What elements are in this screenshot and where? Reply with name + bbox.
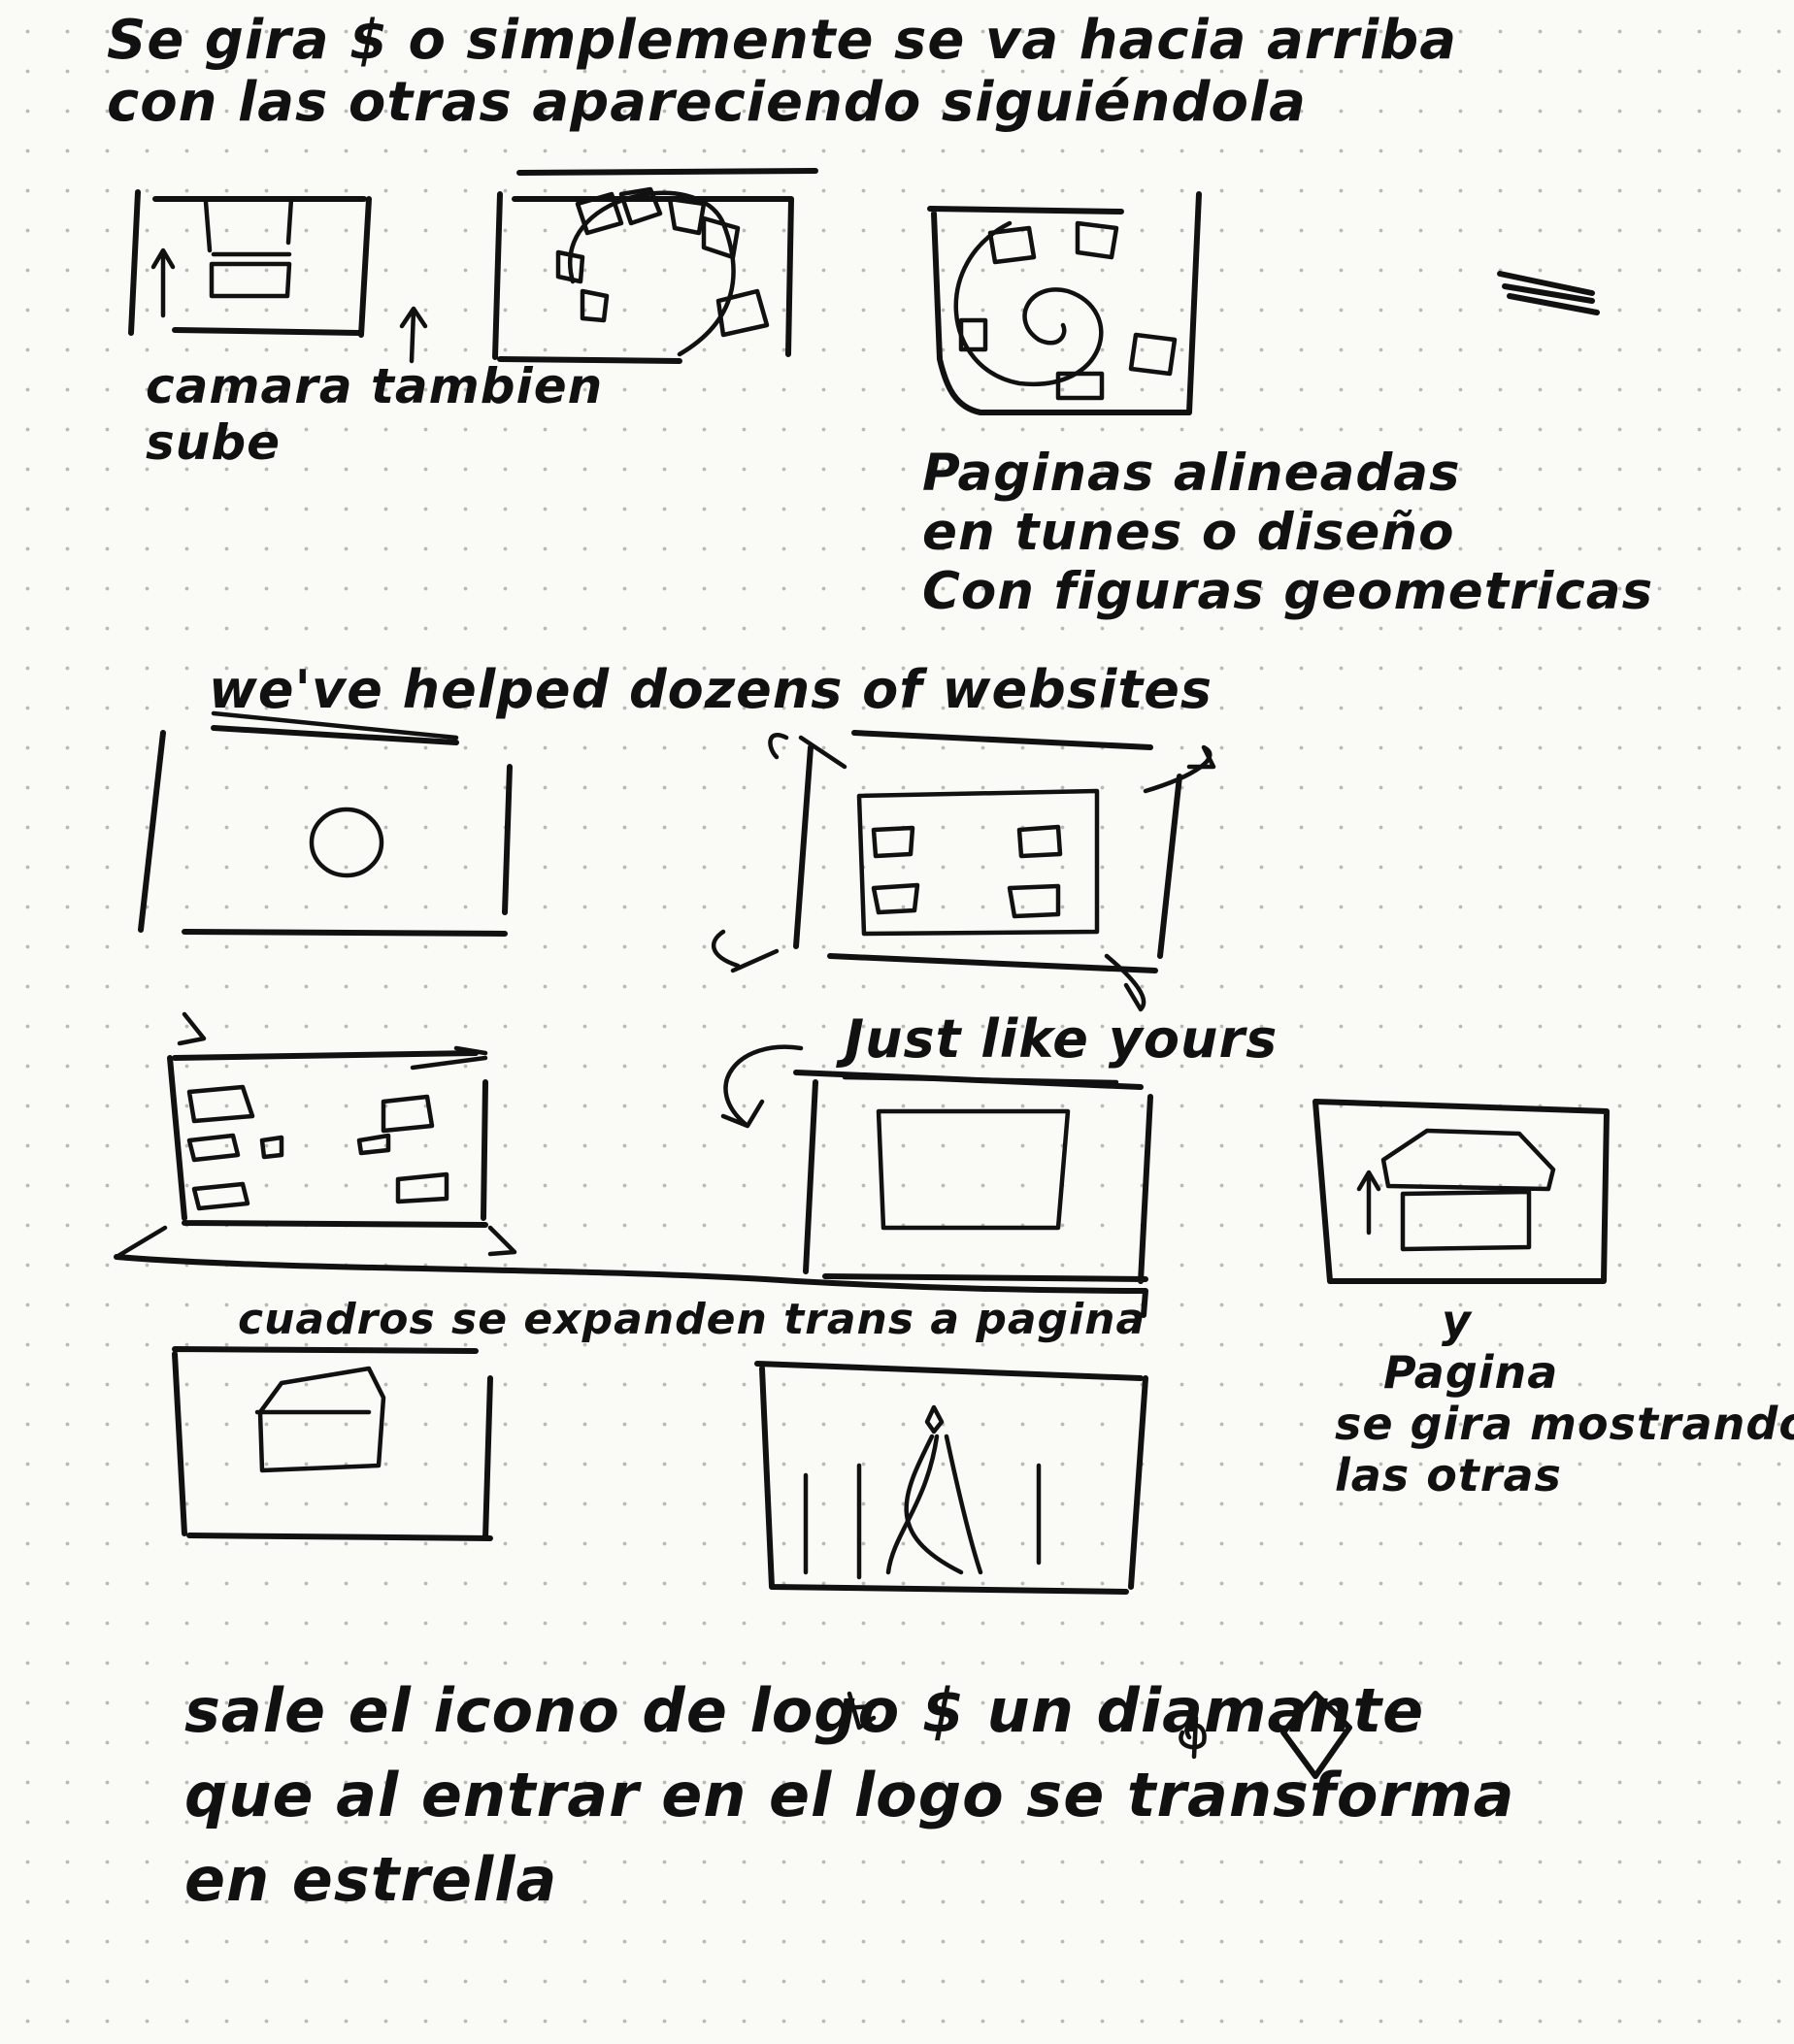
scribble-mark: [1497, 271, 1600, 315]
note-just-like: Just like yours: [845, 1008, 1279, 1070]
note-expand: cuadros se expanden trans a pagina: [238, 1295, 1146, 1344]
note-helped: we've helped dozens of websites: [209, 659, 1213, 720]
frame-spiral: [927, 191, 1202, 415]
frame-just-like: [720, 1044, 1153, 1284]
frame-rotating-grid: [711, 730, 1216, 1012]
frame-tree: [754, 1361, 1148, 1595]
dollar-icon: [1179, 1715, 1207, 1760]
frame-page-up: [1312, 1099, 1610, 1284]
frame-carousel: [492, 168, 818, 364]
star-icon: [842, 1691, 877, 1731]
frame-folder: [172, 1346, 493, 1541]
frame-circle: [138, 725, 513, 937]
arrow-up-icon: [399, 306, 428, 364]
frame-camera-up: [128, 189, 372, 338]
note-top: Se gira $ o simplemente se va hacia arri…: [107, 9, 1458, 135]
note-pages-aligned: Paginas alineadas en tunes o diseño Con …: [922, 444, 1654, 621]
note-y-pagina: y Pagina se gira mostrando las otras: [1335, 1295, 1794, 1501]
note-bottom: sale el icono de logo $ un diamante que …: [184, 1675, 1515, 1915]
frame-expanding-cards: [114, 1011, 1148, 1318]
note-camera: camara tambien sube: [146, 358, 604, 471]
diamond-icon: [1280, 1691, 1352, 1779]
